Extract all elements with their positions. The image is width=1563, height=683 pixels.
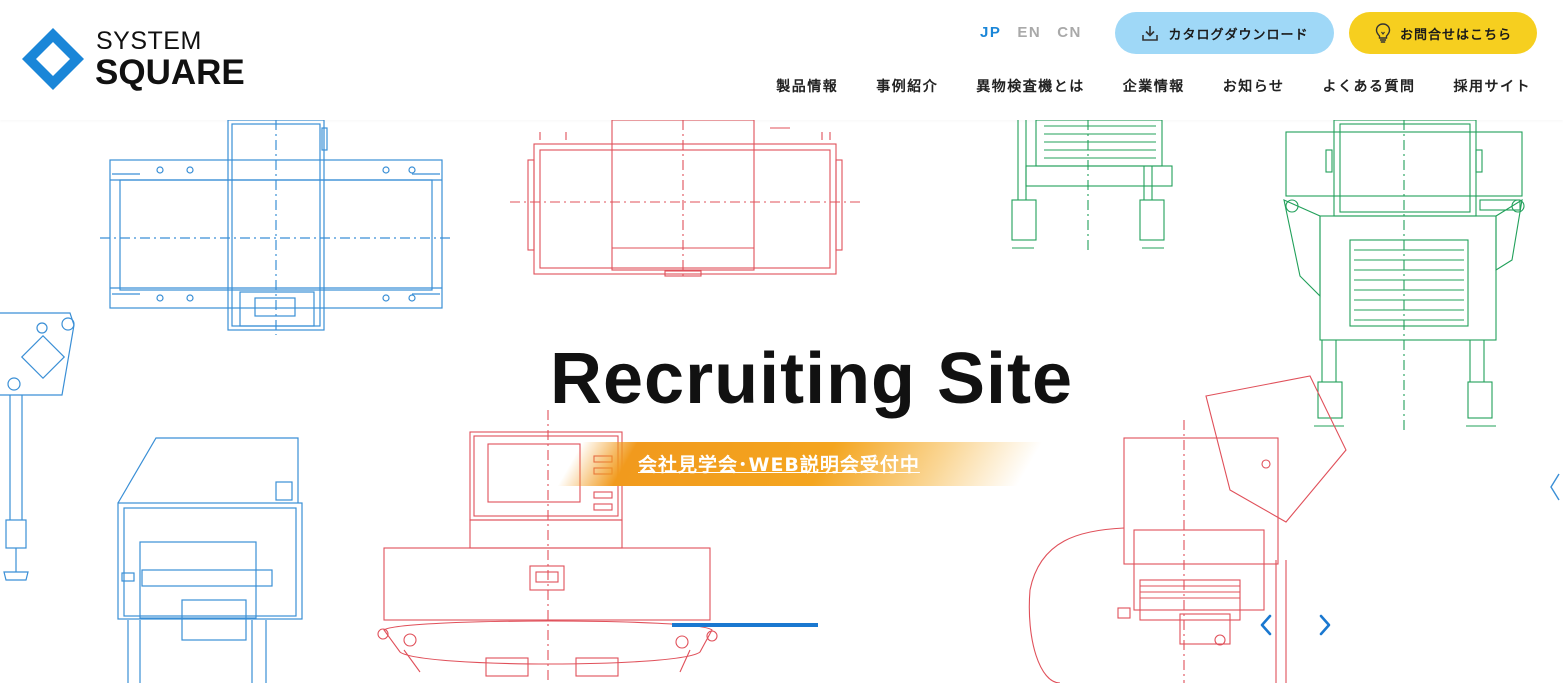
lightbulb-icon	[1375, 23, 1391, 43]
red-machine-drawing-1	[510, 120, 860, 280]
diamond-logo-icon	[22, 28, 84, 90]
nav-news[interactable]: お知らせ	[1222, 79, 1285, 95]
slider-prev-button[interactable]	[1251, 608, 1281, 642]
nav-recruit[interactable]: 採用サイト	[1453, 79, 1531, 95]
blue-machine-drawing-1	[100, 120, 452, 335]
slider-progress-fill	[672, 623, 818, 627]
site-header: SYSTEM SQUARE JP EN CN カタログダウンロード お問合せはこ…	[0, 0, 1563, 120]
contact-label: お問合せはこちら	[1399, 27, 1512, 43]
slider-next-button[interactable]	[1310, 608, 1340, 642]
language-switcher: JP EN CN	[980, 24, 1082, 41]
green-machine-drawing-2	[1283, 120, 1525, 432]
nav-company[interactable]: 企業情報	[1122, 79, 1185, 95]
main-nav: 製品情報 事例紹介 異物検査機とは 企業情報 お知らせ よくある質問 採用サイト	[738, 76, 1531, 96]
hero-banner-link[interactable]: 会社見学会･WEB説明会受付中	[638, 454, 920, 476]
hero-technical-drawings	[0, 120, 1525, 683]
lang-en[interactable]: EN	[1017, 24, 1042, 41]
hero-slider: Recruiting Site 会社見学会･WEB説明会受付中	[0, 120, 1563, 683]
contact-button[interactable]: お問合せはこちら	[1349, 12, 1537, 54]
red-machine-drawing-3	[1028, 375, 1347, 683]
chevron-right-icon	[1319, 614, 1331, 636]
green-machine-drawing-1	[1011, 120, 1173, 250]
chevron-left-icon	[1260, 614, 1272, 636]
slider-progress-bar	[672, 623, 818, 627]
logo-text-system: SYSTEM	[96, 27, 202, 55]
logo-link[interactable]: SYSTEM SQUARE	[20, 22, 260, 96]
lang-cn[interactable]: CN	[1057, 24, 1082, 41]
nav-case-studies[interactable]: 事例紹介	[876, 79, 939, 95]
side-chevron-left-icon[interactable]	[1545, 470, 1563, 504]
catalog-download-button[interactable]: カタログダウンロード	[1115, 12, 1334, 54]
blue-machine-drawing-3	[117, 437, 303, 683]
logo-text-square: SQUARE	[95, 53, 245, 92]
hero-title: Recruiting Site	[550, 339, 1074, 419]
nav-products[interactable]: 製品情報	[776, 79, 839, 95]
nav-faq[interactable]: よくある質問	[1322, 79, 1416, 95]
blue-machine-drawing-2	[0, 312, 75, 581]
catalog-download-label: カタログダウンロード	[1168, 27, 1309, 43]
lang-jp[interactable]: JP	[980, 24, 1002, 41]
download-icon	[1142, 26, 1159, 41]
nav-about-inspection[interactable]: 異物検査機とは	[976, 79, 1085, 95]
red-machine-drawing-2	[377, 410, 718, 683]
